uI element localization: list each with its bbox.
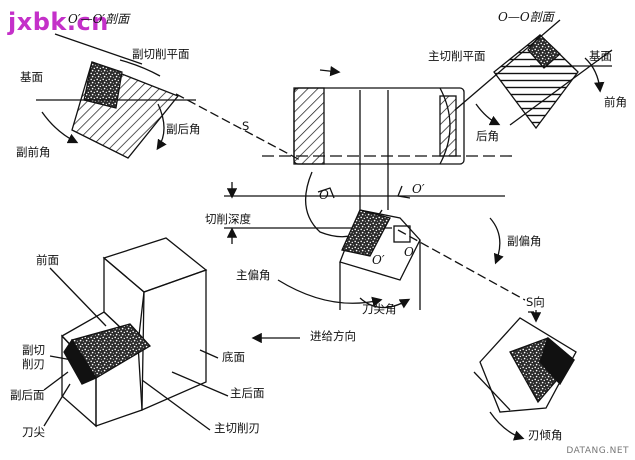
- label-rake-angle: 前角: [604, 95, 627, 109]
- label-main-cutting-edge-angle: 主偏角: [236, 268, 271, 282]
- label-inclination-angle: 刃倾角: [528, 428, 563, 442]
- label-minor-cutting-edge: 副切削刃: [22, 343, 45, 371]
- section-o1-drawing: [36, 33, 301, 161]
- workpiece-drawing: [224, 65, 515, 244]
- label-cutting-depth: 切削深度: [205, 212, 251, 226]
- label-main-cutting-edge: 主切削刃: [214, 421, 260, 435]
- label-rake-face: 前面: [36, 253, 59, 267]
- label-minor-cutting-edge-angle: 副偏角: [507, 234, 542, 248]
- footer-watermark: DATANG.NET: [566, 446, 629, 456]
- label-minor-rake-angle: 副前角: [16, 145, 51, 159]
- section-oo-drawing: [454, 19, 613, 130]
- label-base-plane-left: 基面: [20, 70, 43, 84]
- tool-top-view-drawing: [277, 209, 526, 310]
- s-view-drawing: [473, 310, 577, 441]
- label-minor-flank: 副后面: [10, 388, 45, 402]
- label-o-prime-right: O′: [412, 182, 425, 196]
- label-minor-clearance-angle: 副后角: [166, 122, 201, 136]
- section-o1-title: O′—O′剖面: [68, 12, 130, 26]
- tool-3d-drawing: [43, 237, 229, 431]
- label-feed-direction: 进给方向: [310, 329, 356, 343]
- label-o-low: O: [404, 245, 414, 259]
- label-base-plane-right: 基面: [589, 49, 612, 63]
- label-tool-nose: 刀尖: [22, 425, 45, 439]
- label-base-face: 底面: [222, 350, 245, 364]
- watermark: jxbk.cn: [8, 8, 109, 36]
- label-o-left: O: [319, 188, 329, 202]
- label-s-marker: S: [242, 119, 250, 133]
- label-o-prime-low: O′: [372, 253, 385, 267]
- label-tool-nose-angle: 刀尖角: [362, 302, 397, 316]
- label-main-cutting-plane: 主切削平面: [428, 49, 486, 63]
- label-minor-cutting-plane: 副切削平面: [132, 47, 190, 61]
- label-clearance-angle: 后角: [476, 129, 499, 143]
- section-oo-title: O—O剖面: [498, 10, 554, 24]
- label-main-flank: 主后面: [230, 386, 265, 400]
- s-view-title: S向: [526, 295, 545, 309]
